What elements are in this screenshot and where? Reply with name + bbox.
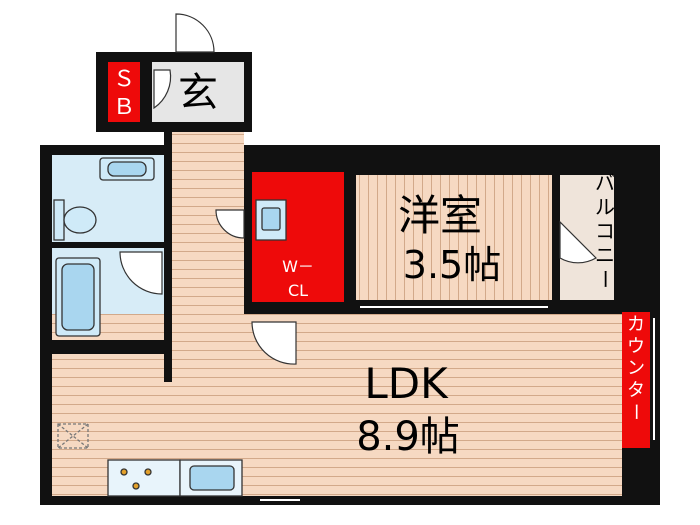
ldk-name: LDK	[364, 359, 449, 408]
counter-label-char: ウ	[627, 336, 645, 357]
balcony-label-char: コ	[595, 219, 615, 243]
counter	[622, 310, 650, 448]
balcony-label-char: ー	[593, 269, 617, 289]
door-swing-icon	[153, 69, 172, 110]
door-swing-icon	[215, 209, 245, 239]
door-swings	[119, 13, 597, 365]
balcony-label-char: ニ	[595, 243, 615, 267]
door-swing-icon	[175, 13, 215, 53]
bathtub-icon	[55, 257, 101, 337]
door-swing-icon	[559, 220, 597, 264]
windows	[260, 306, 655, 501]
shoe-box-label-line1: Ｓ	[113, 67, 135, 92]
toilet-icon	[53, 199, 97, 241]
shoe-box-label-line2: Ｂ	[113, 95, 135, 120]
entrance-label: 玄	[178, 70, 218, 116]
door-swing-icon	[119, 251, 163, 295]
western-room-floor	[356, 175, 552, 300]
counter-label-char: カ	[627, 314, 645, 335]
refrigerator-space-icon	[57, 423, 89, 449]
washbasin-icon	[99, 157, 155, 181]
counter-label-char: タ	[627, 380, 645, 401]
washing-machine-icon	[255, 199, 287, 241]
shoe-box	[108, 62, 140, 122]
fixtures	[53, 157, 287, 497]
kitchen-stove-icon	[107, 459, 181, 497]
counter-label-char: ー	[625, 403, 646, 421]
door-swing-icon	[251, 321, 297, 365]
western-room-name: 洋室	[398, 191, 482, 240]
walk-in-closet-label-line1: W－	[282, 257, 314, 276]
kitchen-sink-icon	[179, 459, 243, 497]
western-room-size: 3.5帖	[403, 243, 501, 287]
balcony-label-char: ル	[595, 195, 615, 219]
balcony-label-char: バ	[595, 171, 615, 195]
counter-label-char: ン	[627, 358, 645, 379]
walk-in-closet-label-line2: CL	[288, 281, 308, 300]
ldk-size: 8.9帖	[356, 414, 460, 460]
